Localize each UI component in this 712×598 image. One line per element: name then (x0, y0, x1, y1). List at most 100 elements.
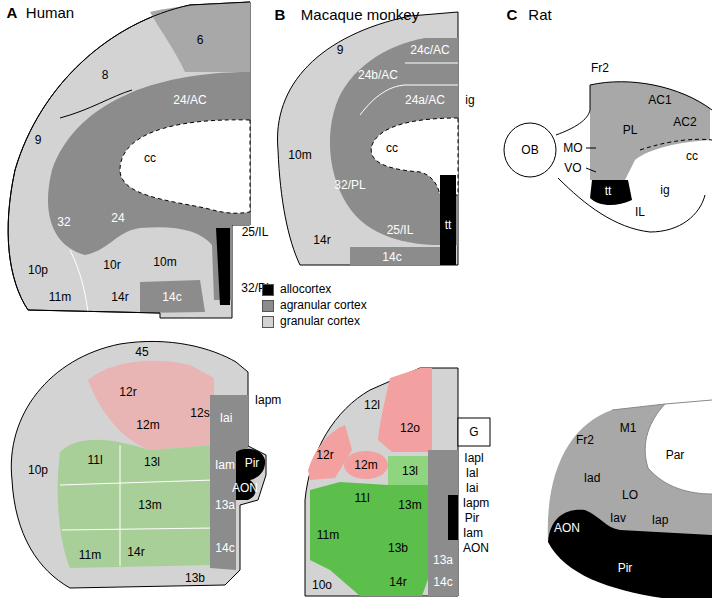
area-label: AC2 (673, 116, 696, 129)
area-label: cc (144, 152, 156, 165)
legend-swatch (262, 284, 274, 296)
area-label: 9 (337, 44, 344, 57)
panel-title: Rat (528, 6, 551, 23)
area-label: AON (463, 542, 489, 555)
area-label: Iai (220, 412, 233, 425)
area-label: 6 (197, 34, 204, 47)
area-label: Fr2 (576, 434, 594, 447)
area-label: 12o (400, 422, 420, 435)
area-label: 24 (111, 212, 124, 225)
area-label: 24a/AC (405, 94, 445, 107)
area-label: 24b/AC (358, 69, 398, 82)
area-label: tt (445, 219, 452, 232)
area-label: Iai (466, 482, 479, 495)
area-label: 10p (28, 264, 48, 277)
panel-letter: C (507, 6, 518, 23)
area-label: Par (666, 449, 685, 462)
area-label: 11l (354, 492, 369, 505)
area-label: 13l (402, 465, 418, 478)
area-label: 14r (389, 576, 406, 589)
legend-row: allocortex (262, 283, 331, 296)
legend-row: granular cortex (262, 315, 360, 328)
area-label: 32 (57, 216, 70, 229)
area-label: AON (554, 522, 580, 535)
area-label: 45 (135, 346, 148, 359)
area-label: 10m (153, 256, 176, 269)
area-label: 14r (127, 546, 144, 559)
area-label: 9 (35, 134, 42, 147)
area-label: 11m (49, 291, 71, 304)
area-label: Iad (584, 472, 601, 485)
area-label: 14c (215, 542, 234, 555)
area-label: 12s (190, 407, 209, 420)
legend-text: allocortex (280, 283, 331, 296)
area-label: 11l (87, 454, 102, 467)
area-label: 13m (398, 499, 421, 512)
area-label: 12r (316, 449, 333, 462)
area-label: cc (386, 142, 398, 155)
area-label: ig (465, 94, 474, 107)
area-label: 13l (144, 456, 160, 469)
area-label: IL (635, 206, 645, 219)
area-label: 14r (313, 234, 330, 247)
area-label: 12m (354, 459, 377, 472)
area-label: cc (686, 150, 698, 163)
area-label: M1 (620, 422, 637, 435)
area-label: Iam (463, 527, 483, 540)
area-label: PL (623, 124, 638, 137)
area-label: Iap (652, 514, 669, 527)
area-label: Ial (466, 467, 479, 480)
area-label: AC1 (648, 94, 671, 107)
area-label: 10r (103, 259, 120, 272)
area-label: 14r (111, 291, 128, 304)
area-label: 13m (138, 499, 161, 512)
legend-swatch (262, 300, 274, 312)
area-label: 13a (215, 499, 235, 512)
area-label: Pir (245, 457, 260, 470)
area-label: 24/AC (173, 94, 206, 107)
area-label: Fr2 (591, 62, 609, 75)
area-label: 12m (136, 419, 159, 432)
area-label: 10m (288, 149, 311, 162)
area-label: Iapl (464, 452, 483, 465)
area-label: Pir (465, 512, 480, 525)
panel-letter: B (275, 6, 286, 23)
area-label: 10o (312, 579, 332, 592)
area-label: 25/IL (387, 224, 414, 237)
panel-letter: A (7, 4, 18, 21)
area-label: Iam (215, 459, 235, 472)
area-label: 11m (79, 549, 101, 562)
area-label: 14c (433, 576, 452, 589)
area-label: Iapm (463, 497, 490, 510)
area-label: 13b (185, 572, 205, 585)
area-label: ig (660, 184, 669, 197)
area-label: LO (622, 489, 638, 502)
legend-swatch (262, 316, 274, 328)
area-label: 13b (388, 542, 408, 555)
area-label: Iav (610, 512, 626, 525)
legend-text: agranular cortex (280, 299, 367, 312)
area-label: 25/IL (242, 226, 269, 239)
area-label: VO (564, 162, 581, 175)
area-label: 14c (382, 251, 401, 264)
area-label: tt (605, 185, 612, 198)
area-label: OB (521, 144, 538, 157)
area-label: AON (232, 482, 258, 495)
area-label: Pir (618, 562, 633, 575)
area-label: 24c/AC (410, 44, 449, 57)
area-label: 32/PL (334, 179, 365, 192)
panel-title: Human (26, 4, 74, 21)
legend-row: agranular cortex (262, 299, 367, 312)
area-label: 12l (364, 399, 380, 412)
area-label: Iapm (255, 394, 282, 407)
area-label: MO (563, 142, 582, 155)
area-label: 8 (102, 69, 109, 82)
area-label: 12r (119, 386, 136, 399)
legend-text: granular cortex (280, 315, 360, 328)
panel-title: Macaque monkey (301, 6, 419, 23)
area-label: 13a (433, 554, 453, 567)
area-label: 14c (162, 291, 181, 304)
area-label: 10p (28, 464, 48, 477)
area-label: G (469, 426, 478, 439)
area-label: 11m (317, 529, 339, 542)
